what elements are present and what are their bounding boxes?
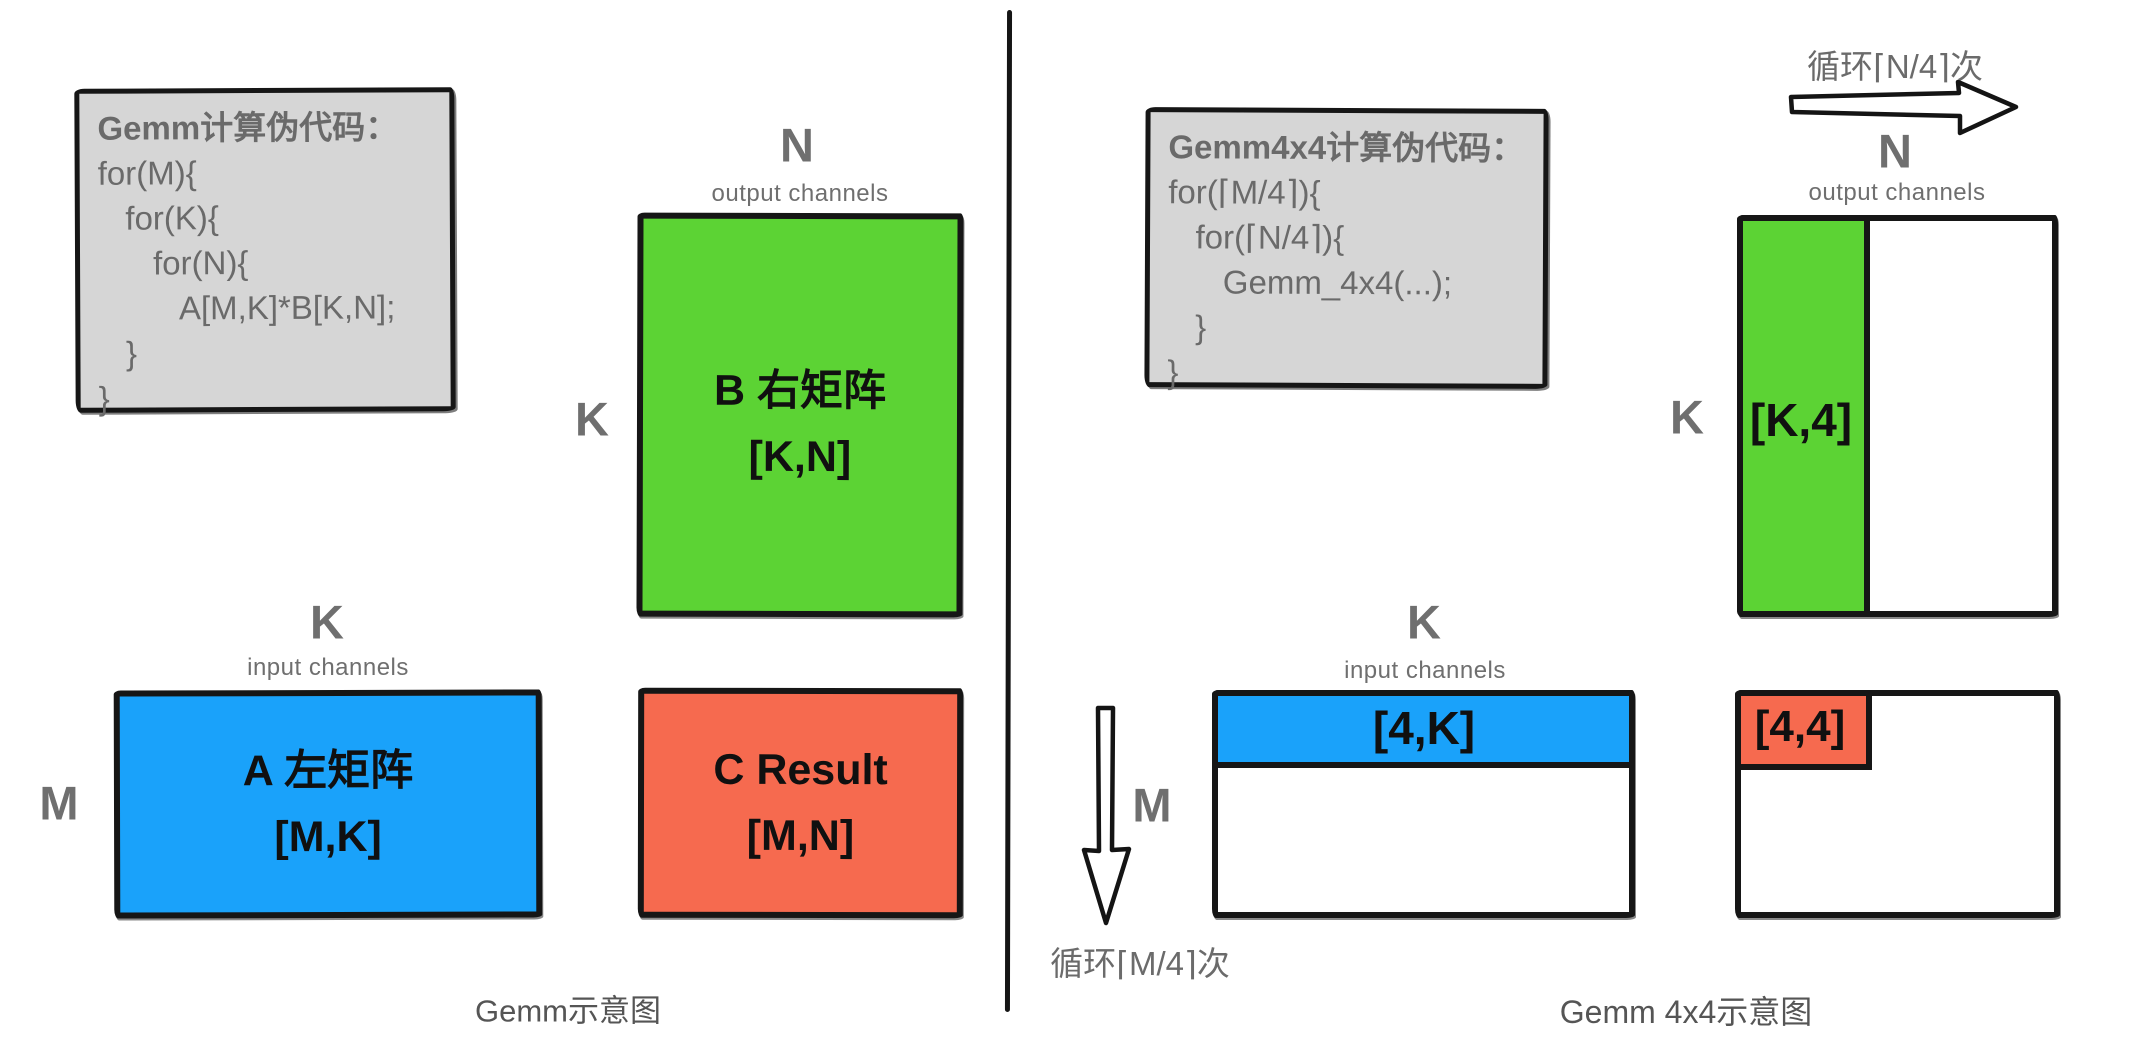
panel-divider-line <box>1004 9 1013 1013</box>
gemm-pseudocode-title: Gemm计算伪代码： <box>97 108 399 147</box>
left-caption: Gemm示意图 <box>475 993 661 1029</box>
matrix-c-dims: [M,N] <box>746 811 855 861</box>
matrix-c4-red-tile <box>1735 690 1872 770</box>
gemm-pseudocode-box: Gemm计算伪代码： for(M){ for(K){ for(N){ A[M,K… <box>74 87 456 417</box>
matrix-a4-tile-label: [4,K] <box>1372 702 1476 754</box>
axis-label-m-right: M <box>1132 778 1172 832</box>
gemm4x4-pseudocode-lines: for(⌈M/4⌉){ for(⌈N/4⌉){ Gemm_4x4(...); }… <box>1167 173 1453 391</box>
matrix-b4-box <box>1737 215 2058 617</box>
matrix-a-box: A 左矩阵 [M,K] <box>113 689 543 919</box>
gemm-pseudocode-lines: for(M){ for(K){ for(N){ A[M,K]*B[K,N]; }… <box>97 154 396 417</box>
output-channels-label-right: output channels <box>1808 179 1986 206</box>
output-channels-label-left: output channels <box>711 180 889 207</box>
loop-m-label: 循环⌈M/4⌉次 <box>1050 945 1230 982</box>
matrix-c-box: C Result [M,N] <box>637 687 964 919</box>
gemm4x4-pseudocode-title: Gemm4x4计算伪代码： <box>1168 128 1525 167</box>
matrix-b4-tile-label: [K,4] <box>1749 394 1853 446</box>
axis-label-k-above-a: K <box>310 595 344 649</box>
axis-label-n-right: N <box>1878 124 1912 178</box>
gemm4x4-pseudocode-box: Gemm4x4计算伪代码： for(⌈M/4⌉){ for(⌈N/4⌉){ Ge… <box>1144 107 1549 390</box>
axis-label-k-left-of-b: K <box>575 392 609 446</box>
matrix-a-dims: [M,K] <box>274 812 382 862</box>
axis-label-k-right-of-b4: K <box>1670 390 1704 444</box>
axis-label-m-left: M <box>39 776 79 830</box>
matrix-b-dims: [K,N] <box>748 432 852 482</box>
axis-label-k-above-a4: K <box>1407 595 1441 649</box>
loop-n-label: 循环⌈N/4⌉次 <box>1806 48 1984 85</box>
matrix-b4-green-tile <box>1737 215 1870 617</box>
input-channels-label-right: input channels <box>1344 657 1506 684</box>
matrix-b-title: B 右矩阵 <box>714 366 887 416</box>
matrix-a4-blue-tile <box>1212 690 1635 768</box>
matrix-b-box: B 右矩阵 [K,N] <box>636 212 964 618</box>
axis-label-n-left: N <box>780 118 814 172</box>
loop-n-right-arrow-icon <box>1788 79 2019 136</box>
matrix-c4-tile-label: [4,4] <box>1754 702 1846 751</box>
matrix-a-title: A 左矩阵 <box>242 746 414 796</box>
matrix-c4-box <box>1735 690 2060 918</box>
loop-m-down-arrow-icon <box>1081 705 1132 926</box>
matrix-a4-box <box>1212 690 1635 918</box>
input-channels-label-left: input channels <box>247 654 409 681</box>
matrix-c-title: C Result <box>713 745 888 795</box>
right-caption: Gemm 4x4示意图 <box>1559 994 1813 1030</box>
